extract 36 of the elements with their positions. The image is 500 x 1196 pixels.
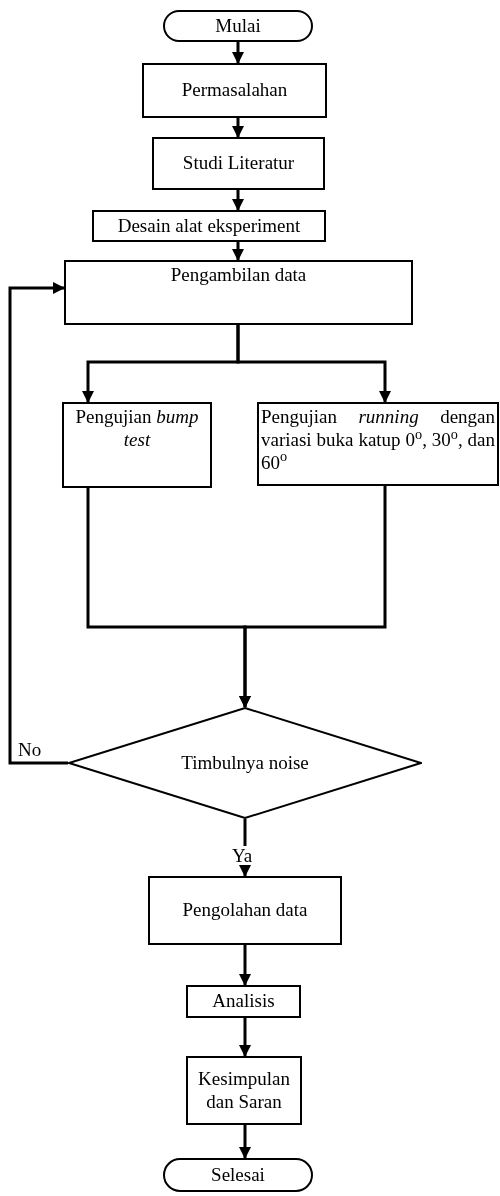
node-text: Pengolahan data xyxy=(181,899,309,922)
process-box xyxy=(152,137,325,190)
terminal-shape xyxy=(163,1158,313,1192)
process-box xyxy=(257,402,499,486)
process-box xyxy=(186,1056,302,1125)
terminal-shape xyxy=(163,10,313,42)
arrow xyxy=(239,945,251,986)
node-text: Kesimpulan dan Saran xyxy=(197,1067,291,1114)
arrow xyxy=(8,282,68,765)
arrow xyxy=(232,242,244,261)
node-text: Desain alat eksperiment xyxy=(116,214,302,238)
node-text: Selesai xyxy=(210,1163,266,1187)
edge-label: No xyxy=(16,740,44,759)
arrow xyxy=(239,1018,251,1057)
arrow xyxy=(239,486,387,708)
arrow xyxy=(232,42,244,64)
process-box xyxy=(64,260,413,325)
process-box xyxy=(142,63,327,118)
decision-diamond xyxy=(68,707,422,819)
edge-label: Ya xyxy=(230,846,255,865)
process-box xyxy=(186,985,301,1018)
node-text: Mulai xyxy=(214,14,262,38)
node-text: Timbulnya noise xyxy=(180,751,310,775)
arrow xyxy=(232,118,244,138)
node-text: Analisis xyxy=(211,990,276,1013)
node-text: Pengujian bump test xyxy=(74,406,200,452)
arrow xyxy=(236,325,391,403)
node-text: Permasalahan xyxy=(180,79,289,102)
node-text: Pengujian running dengan variasi buka katup 0$^{o}$, 30$^{o}$, dan 60$^{o}$ xyxy=(260,406,496,475)
process-box xyxy=(92,210,326,242)
process-box xyxy=(62,402,212,488)
node-text: Studi Literatur xyxy=(181,152,296,175)
process-box xyxy=(148,876,342,945)
node-text: Pengambilan data xyxy=(169,264,308,287)
arrow xyxy=(232,190,244,211)
arrow xyxy=(239,1125,251,1159)
